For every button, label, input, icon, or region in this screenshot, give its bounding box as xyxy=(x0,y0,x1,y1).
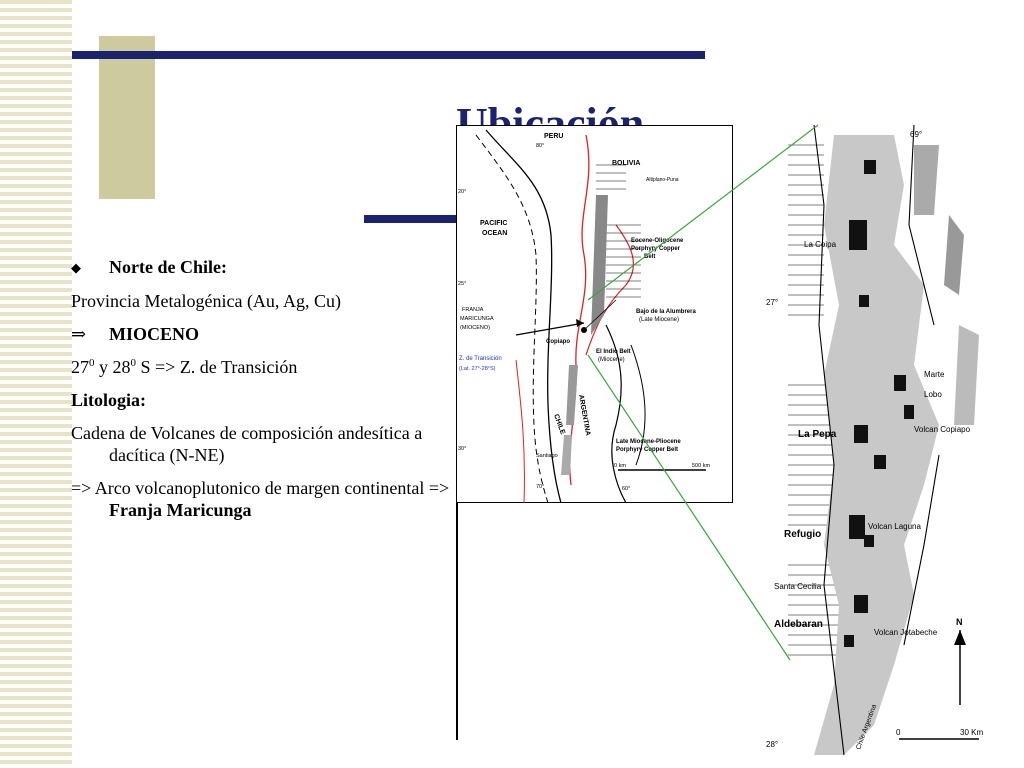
lat28-value: 28 xyxy=(112,357,131,377)
label-lon-70: 70° xyxy=(536,484,544,490)
decorative-stripes xyxy=(0,0,72,768)
cadena-text: Cadena de Volcanes de composición andesí… xyxy=(71,423,423,465)
label-lat-28: 28° xyxy=(766,740,778,749)
label-eocene-3: Belt xyxy=(644,254,655,260)
north-label: N xyxy=(956,617,963,627)
maricunga-detail-map: 69° La Coipa 27° Marte Lobo Volcan Copia… xyxy=(764,125,1006,763)
label-eocene-2: Porphyry Copper xyxy=(631,246,681,252)
label-ocean: OCEAN xyxy=(482,230,507,237)
litologia-heading: Litologia: xyxy=(71,390,146,410)
label-pacific: PACIFIC xyxy=(480,220,507,227)
label-peru: PERU xyxy=(544,133,563,140)
label-altiplano: Altiplano-Puna xyxy=(646,177,679,183)
label-aldebaran: Aldebaran xyxy=(774,619,823,630)
label-copiapo: Copiapo xyxy=(546,339,570,345)
arco-line: => Arco volcanoplutonico de margen conti… xyxy=(71,477,451,521)
label-lat-27: 27° xyxy=(766,298,778,307)
label-bajo-2: (Late Miocene) xyxy=(639,317,679,323)
label-scale-0: 0 km xyxy=(614,463,626,469)
degree-sup: 0 xyxy=(130,357,137,369)
label-scale-500: 500 km xyxy=(692,463,710,469)
implies-arrow-icon: ⇒ xyxy=(71,324,87,344)
label-lat-25: 25° xyxy=(458,281,466,287)
norte-text: Norte de Chile: xyxy=(109,257,227,277)
label-transicion-1: Z. de Transición xyxy=(459,356,502,362)
label-lat-30: 30° xyxy=(458,446,466,452)
label-franja-3: (MIOCENO) xyxy=(460,325,490,331)
title-rule-top xyxy=(72,51,705,59)
mioceno-text: MIOCENO xyxy=(109,324,199,344)
label-late-2: Porphyry Copper Belt xyxy=(616,447,678,453)
mioceno-line: ⇒ MIOCENO xyxy=(71,323,451,345)
label-lobo: Lobo xyxy=(924,390,942,399)
label-refugio: Refugio xyxy=(784,529,821,540)
label-scale-0: 0 xyxy=(896,728,901,737)
label-lon-60: 60° xyxy=(622,486,630,492)
regional-map: PERU BOLIVIA Altiplano-Puna PACIFIC OCEA… xyxy=(456,125,733,503)
franja-text: Franja Maricunga xyxy=(109,500,252,520)
bullet-norte: ◆ Norte de Chile: xyxy=(71,256,451,279)
label-scale-30: 30 Km xyxy=(960,728,983,737)
label-santiago: Santiago xyxy=(536,453,558,459)
slide-body: ◆ Norte de Chile: Provincia Metalogénica … xyxy=(71,256,451,532)
arco-text: => Arco volcanoplutonico de margen conti… xyxy=(71,478,450,498)
transicion-text: S => Z. de Transición xyxy=(136,357,298,377)
and-text: y xyxy=(94,357,113,377)
label-indio-1: El Indio Belt xyxy=(596,349,631,355)
label-lat-20: 20° xyxy=(458,189,466,195)
label-lon-69: 69° xyxy=(910,130,922,139)
lat27-value: 27 xyxy=(71,357,89,377)
label-volcan-laguna: Volcan Laguna xyxy=(868,522,921,531)
label-indio-2: (Miocene) xyxy=(598,357,625,363)
label-bolivia: BOLIVIA xyxy=(612,160,640,167)
label-bajo-1: Bajo de la Alumbrera xyxy=(636,309,696,315)
label-eocene-1: Eocene-Oligocene xyxy=(631,238,684,244)
label-late-1: Late Miocene-Pliocene xyxy=(616,439,681,445)
label-franja-2: MARICUNGA xyxy=(460,316,494,322)
latitude-line: 270 y 280 S => Z. de Transición xyxy=(71,356,451,378)
label-marte: Marte xyxy=(924,370,945,379)
degree-sup: 0 xyxy=(89,357,95,369)
label-lon-80: 80° xyxy=(536,143,544,149)
label-santa-cecilia: Santa Cecilia xyxy=(774,582,822,591)
provincia-text: Provincia Metalogénica (Au, Ag, Cu) xyxy=(71,291,341,311)
label-transicion-2: (Lat. 27°-28°S) xyxy=(459,366,496,372)
title-rule-bottom xyxy=(364,215,484,223)
label-la-coipa: La Coipa xyxy=(804,240,837,249)
diamond-bullet-icon: ◆ xyxy=(71,260,81,275)
decorative-block xyxy=(99,36,155,199)
label-volcan-jotabeche: Volcan Jotabeche xyxy=(874,628,938,637)
label-franja-1: FRANJA xyxy=(462,307,484,313)
label-volcan-copiapo: Volcan Copiapo xyxy=(914,425,971,434)
label-la-pepa: La Pepa xyxy=(798,429,837,440)
